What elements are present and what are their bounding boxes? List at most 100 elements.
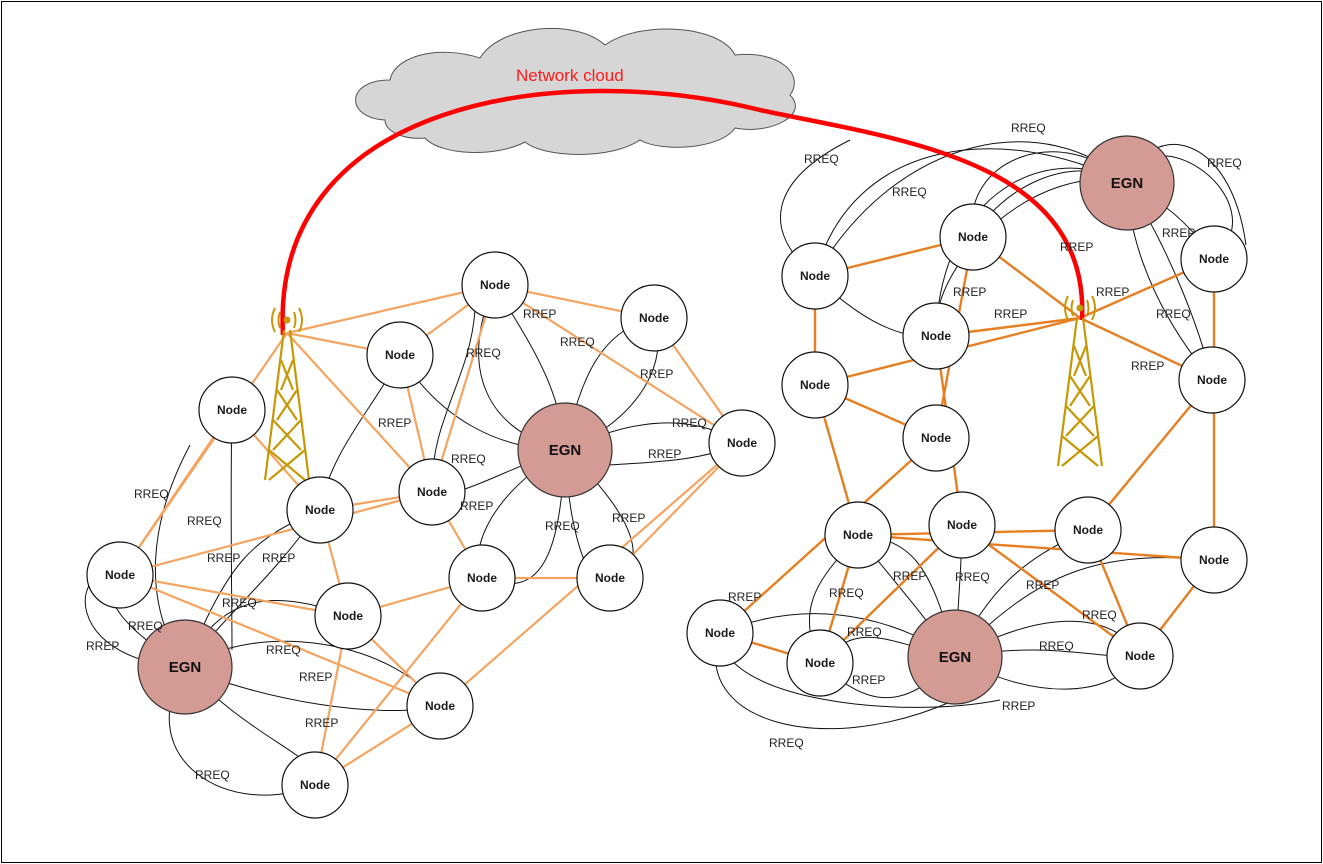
node-circle (1106, 622, 1174, 690)
node-label: Node (800, 378, 830, 392)
node-label: Node (947, 518, 977, 532)
network-node: Node (902, 404, 970, 472)
message-label: RREQ (545, 519, 580, 533)
node-label: Node (595, 571, 625, 585)
egn-circle (137, 619, 233, 715)
node-circle (708, 409, 776, 477)
message-label: RREP (262, 551, 295, 565)
message-label: RREQ (466, 346, 501, 360)
node-label: Node (333, 609, 363, 623)
node-label: Node (705, 626, 735, 640)
network-node: Node (198, 376, 266, 444)
node-label: Node (425, 699, 455, 713)
message-label: RREQ (1082, 608, 1117, 622)
node-circle (620, 284, 688, 352)
node-circle (824, 501, 892, 569)
node-label: Node (217, 403, 247, 417)
network-node: Node (1054, 496, 1122, 564)
egn-label: EGN (549, 442, 582, 459)
node-label: Node (1199, 252, 1229, 266)
message-label: RREQ (769, 736, 804, 750)
message-label: RREQ (266, 643, 301, 657)
node-label: Node (417, 485, 447, 499)
node-circle (576, 544, 644, 612)
network-node: Node (576, 544, 644, 612)
message-label: RREQ (1039, 639, 1074, 653)
message-label: RREP (1026, 578, 1059, 592)
node-label: Node (727, 436, 757, 450)
node-circle (286, 476, 354, 544)
network-node: Node (620, 284, 688, 352)
network-node: Node (786, 629, 854, 697)
egn-node: EGN (137, 619, 233, 715)
message-label: RREP (460, 499, 493, 513)
egn-node: EGN (1079, 135, 1175, 231)
network-node: Node (708, 409, 776, 477)
node-circle (786, 629, 854, 697)
message-label: RREP (648, 447, 681, 461)
node-circle (781, 351, 849, 419)
node-label: Node (958, 230, 988, 244)
node-circle (902, 404, 970, 472)
node-circle (314, 582, 382, 650)
node-label: Node (921, 431, 951, 445)
egn-circle (907, 609, 1003, 705)
node-circle (902, 302, 970, 370)
message-label: RREP (86, 639, 119, 653)
message-label: RREP (893, 569, 926, 583)
message-label: RREQ (672, 416, 707, 430)
tower-icon (1056, 295, 1104, 467)
message-label: RREP (299, 670, 332, 684)
message-label: RREP (728, 590, 761, 604)
node-circle (448, 544, 516, 612)
network-node: Node (314, 582, 382, 650)
network-node: Node (928, 491, 996, 559)
network-node: Node (781, 351, 849, 419)
network-node: Node (1106, 622, 1174, 690)
node-label: Node (480, 278, 510, 292)
message-label: RREQ (847, 625, 882, 639)
message-label: RREP (852, 673, 885, 687)
message-label: RREP (994, 307, 1027, 321)
tower-icon (263, 307, 311, 481)
message-label: RREQ (134, 487, 169, 501)
node-circle (86, 541, 154, 609)
message-label: RREP (305, 716, 338, 730)
node-label: Node (467, 571, 497, 585)
message-label: RREQ (804, 152, 839, 166)
message-label: RREP (612, 511, 645, 525)
node-label: Node (1197, 373, 1227, 387)
network-node: Node (902, 302, 970, 370)
message-label: RREP (1131, 359, 1164, 373)
node-label: Node (305, 503, 335, 517)
node-circle (781, 242, 849, 310)
network-node: Node (1180, 526, 1248, 594)
node-circle (928, 491, 996, 559)
network-node: Node (86, 541, 154, 609)
message-label: RREQ (1011, 121, 1046, 135)
message-label: RREQ (955, 570, 990, 584)
network-node: Node (281, 751, 349, 819)
node-circle (366, 321, 434, 389)
message-label: RREP (953, 285, 986, 299)
node-circle (1178, 346, 1246, 414)
message-label: RREQ (1156, 307, 1191, 321)
egn-node: EGN (907, 609, 1003, 705)
message-label: RREQ (222, 596, 257, 610)
node-label: Node (300, 778, 330, 792)
message-label: RREP (1002, 699, 1035, 713)
node-circle (281, 751, 349, 819)
network-node: Node (1180, 225, 1248, 293)
network-node: Node (366, 321, 434, 389)
egn-label: EGN (1111, 175, 1144, 192)
node-label: Node (805, 656, 835, 670)
message-label: RREQ (829, 586, 864, 600)
backbone-link (280, 88, 1085, 336)
egn-nodes: EGN EGN EGN EGN (137, 135, 1175, 715)
message-labels: RREP RREQ RREQ RREP RREQ RREP RREP RREQ RREP RREQ… (86, 121, 1242, 782)
node-label: Node (921, 329, 951, 343)
